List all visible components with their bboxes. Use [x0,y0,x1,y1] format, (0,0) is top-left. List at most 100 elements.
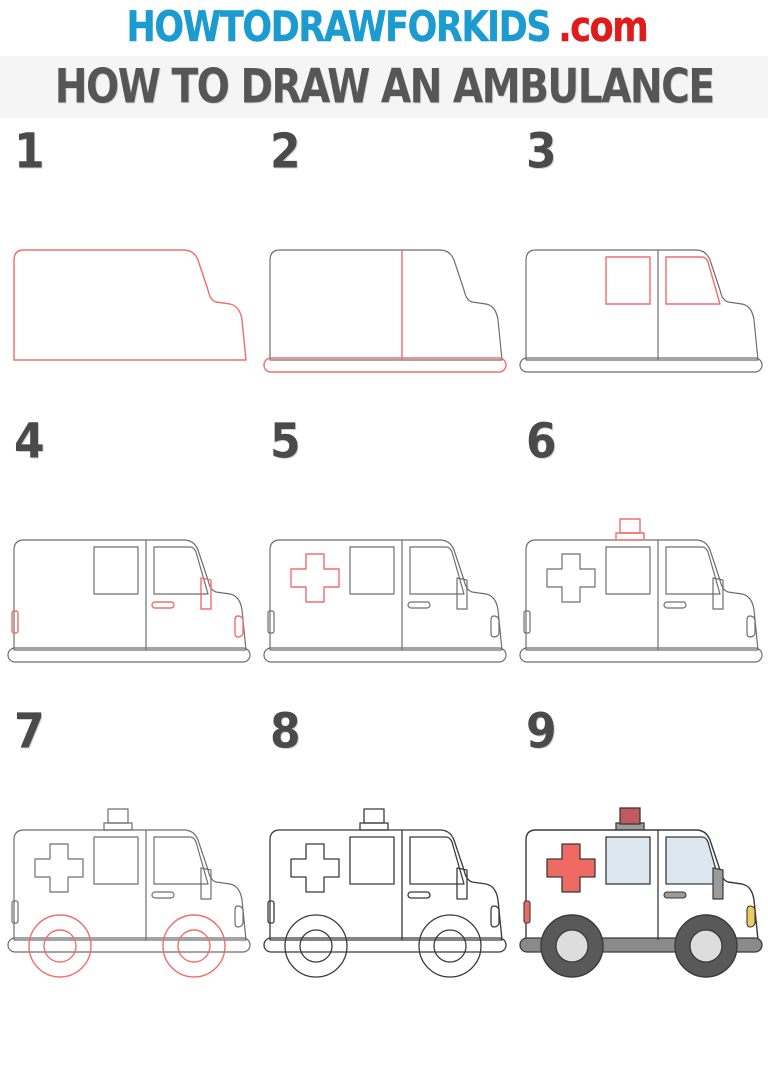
bumper-shape [519,357,763,373]
step-number-9: 9 [526,703,557,760]
medical-cross-shape [290,553,340,603]
windshield-shape [409,546,465,595]
front-wheel-outer [418,914,482,978]
step-cell-5: 5 [256,416,512,706]
body-outline-path [269,539,503,651]
side-mirror-shape [456,577,468,610]
rear-light-shape [523,900,531,924]
rear-wheel-inner [555,929,589,963]
door-handle-shape [407,601,431,609]
rear-light-shape [267,610,275,634]
side-mirror-shape [712,577,724,610]
front-light-shape [490,905,500,928]
side-mirror-shape [456,867,468,900]
step-cell-9: 9 [512,706,768,996]
windshield-shape [153,836,209,885]
bumper-shape [7,937,251,953]
step-cell-2: 2 [256,126,512,416]
body-outline-path [269,249,503,361]
rear-window-shape [605,836,651,885]
step-figure-8 [256,758,512,994]
windshield-shape [153,546,209,595]
door-handle-shape [151,601,175,609]
front-light-shape [490,615,500,638]
rear-light-shape [267,900,275,924]
medical-cross-shape [34,843,84,893]
step-number-7: 7 [14,703,45,760]
site-logo[interactable]: HOWTODRAWFORKIDS.com [0,0,768,56]
front-light-shape [234,615,244,638]
rear-window-shape [93,546,139,595]
step-cell-3: 3 [512,126,768,416]
step-number-5: 5 [270,413,301,470]
body-outline-path [525,249,759,361]
tutorial-steps-grid: 1 2 3 [0,118,768,996]
bumper-shape [263,937,507,953]
door-handle-shape [663,601,687,609]
rear-wheel-inner [43,929,77,963]
front-wheel-outer [162,914,226,978]
side-mirror-shape [200,577,212,610]
step-figure-5 [256,468,512,704]
rear-window-shape [93,836,139,885]
windshield-shape [665,546,721,595]
rear-window-shape [349,836,395,885]
rear-window-shape [605,256,651,305]
rear-wheel-inner [299,929,333,963]
rear-wheel-outer [284,914,348,978]
site-logo-tld: .com [557,3,649,52]
step-figure-2 [256,178,512,414]
step-figure-6 [512,468,768,704]
step-number-1: 1 [14,123,45,180]
step-figure-7 [0,758,256,994]
body-outline-path [13,249,247,361]
siren-base-shape [103,822,133,831]
bumper-shape [519,647,763,663]
bumper-shape [263,647,507,663]
step-figure-9 [512,758,768,994]
step-cell-6: 6 [512,416,768,706]
rear-light-shape [523,610,531,634]
front-light-shape [746,615,756,638]
front-light-shape [234,905,244,928]
bumper-shape [7,647,251,663]
siren-base-shape [359,822,389,831]
step-cell-1: 1 [0,126,256,416]
step-number-2: 2 [270,123,301,180]
side-mirror-shape [200,867,212,900]
front-wheel-inner [433,929,467,963]
step-cell-8: 8 [256,706,512,996]
medical-cross-shape [546,553,596,603]
rear-window-shape [349,546,395,595]
step-cell-7: 7 [0,706,256,996]
side-mirror-shape [712,867,724,900]
body-outline-path [525,539,759,651]
siren-lamp-shape [619,807,641,825]
front-wheel-inner [689,929,723,963]
windshield-shape [409,836,465,885]
windshield-shape [665,256,721,305]
bumper-shape [263,357,507,373]
title-band: HOW TO DRAW AN AMBULANCE [0,56,768,118]
step-figure-1 [0,178,256,414]
site-logo-name: HOWTODRAWFORKIDS [126,3,551,52]
front-wheel-inner [177,929,211,963]
step-cell-4: 4 [0,416,256,706]
body-outline-path [13,829,247,941]
door-handle-shape [407,891,431,899]
rear-window-shape [605,546,651,595]
siren-lamp-shape [619,518,641,534]
door-handle-shape [151,891,175,899]
step-figure-3 [512,178,768,414]
door-handle-shape [663,891,687,899]
step-number-6: 6 [526,413,557,470]
medical-cross-shape [546,843,596,893]
siren-base-shape [615,532,645,541]
medical-cross-shape [290,843,340,893]
rear-light-shape [11,610,19,634]
step-number-8: 8 [270,703,301,760]
rear-wheel-outer [28,914,92,978]
step-number-4: 4 [14,413,45,470]
page-title: HOW TO DRAW AN AMBULANCE [54,59,715,115]
step-figure-4 [0,468,256,704]
